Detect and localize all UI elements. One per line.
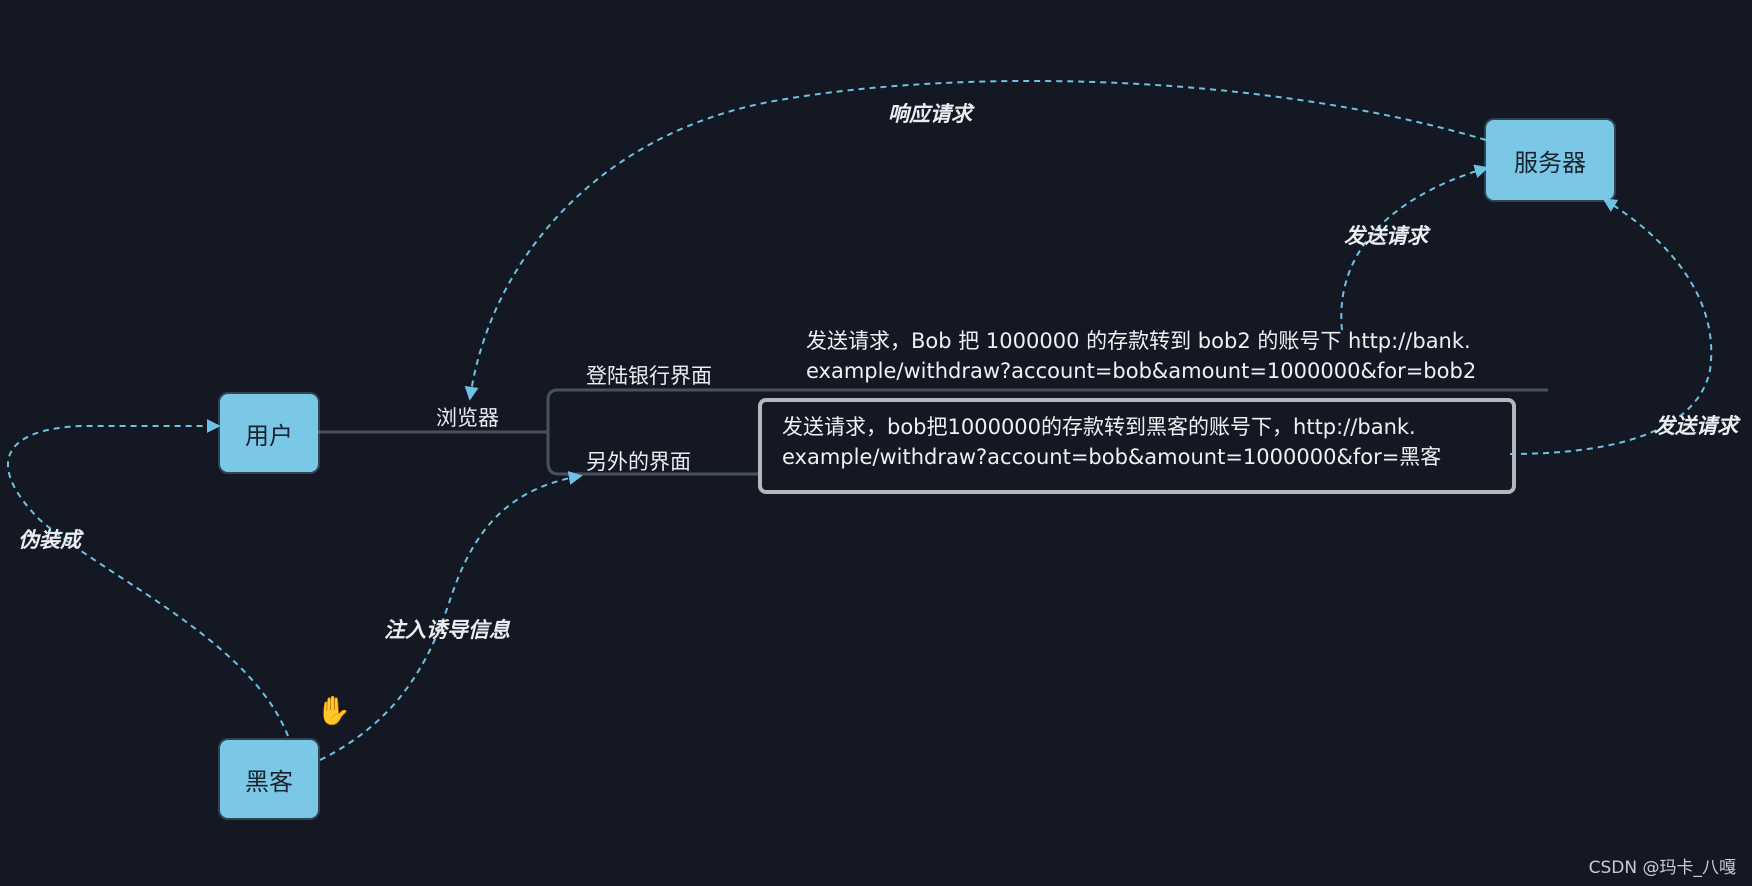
- attack-request-text: 发送请求，bob把1000000的存款转到黑客的账号下，http://bank.…: [782, 412, 1441, 472]
- node-server: 服务器: [1486, 120, 1614, 200]
- attack-request-box: [758, 398, 1516, 494]
- edge-send-request-top: [1340, 164, 1489, 331]
- watermark: CSDN @玛卡_八嘎: [1588, 858, 1736, 878]
- tree-label-browser: 浏览器: [436, 406, 499, 430]
- edge-label-send-request-right: 发送请求: [1654, 414, 1738, 438]
- tree-label-other-page: 另外的界面: [586, 450, 691, 474]
- hand-cursor-icon: ✋: [316, 694, 351, 727]
- tree-lines: [318, 388, 1548, 476]
- legit-request-text: 发送请求，Bob 把 1000000 的存款转到 bob2 的账号下 http:…: [806, 326, 1476, 386]
- edge-respond-request: [464, 79, 1487, 401]
- node-user: 用户: [220, 394, 318, 472]
- edge-disguise-as: [7, 419, 289, 737]
- legit-request-line1: 发送请求，Bob 把 1000000 的存款转到 bob2 的账号下 http:…: [806, 329, 1471, 353]
- edge-inject-lure: [319, 471, 583, 761]
- attack-request-line1: 发送请求，bob把1000000的存款转到黑客的账号下，http://bank.: [782, 415, 1416, 439]
- edge-label-disguise-as: 伪装成: [18, 528, 81, 552]
- tree-label-login-bank-page: 登陆银行界面: [586, 364, 712, 388]
- legit-request-line2: example/withdraw?account=bob&amount=1000…: [806, 359, 1477, 383]
- attack-request-line2: example/withdraw?account=bob&amount=1000…: [782, 445, 1442, 469]
- node-hacker: 黑客: [220, 740, 318, 818]
- edge-label-respond-request: 响应请求: [888, 102, 972, 126]
- edge-label-inject-lure: 注入诱导信息: [384, 618, 510, 642]
- edge-send-request-right: [1509, 198, 1713, 455]
- edge-label-send-request-top: 发送请求: [1344, 224, 1428, 248]
